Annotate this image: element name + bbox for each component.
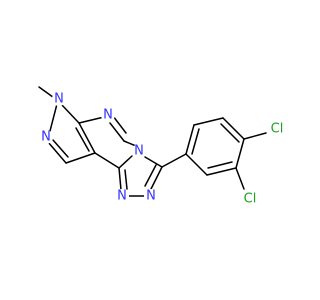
bond-n-ch bbox=[109, 122, 125, 142]
atom-n-methyl: N bbox=[52, 92, 66, 107]
bond-cl-meta bbox=[235, 167, 245, 190]
bond-c3-c3a bbox=[65, 152, 96, 164]
atom-label: Cl bbox=[244, 192, 257, 207]
bond-phenyl-4 bbox=[235, 138, 245, 169]
bond-n2-c3 bbox=[47, 141, 67, 164]
atom-cl-para: Cl bbox=[268, 120, 286, 138]
bond-phenyl-5 bbox=[206, 167, 237, 176]
atom-label: N bbox=[146, 189, 156, 204]
bond-phenyl-5-double bbox=[207, 161, 233, 169]
atom-label: Cl bbox=[271, 122, 284, 137]
bond-cl-para bbox=[243, 132, 267, 140]
bond-nbridge-c9a bbox=[118, 155, 133, 169]
bond-ch-nbridge bbox=[123, 140, 137, 147]
bond-phenyl-6 bbox=[185, 153, 208, 176]
bond-phenyl-1 bbox=[185, 124, 195, 155]
atom-label: N bbox=[134, 144, 144, 159]
bond-nright-c3-double bbox=[144, 164, 157, 187]
bond-c9a-c3a bbox=[94, 152, 120, 169]
atom-label: N bbox=[103, 108, 113, 123]
bond-c7a-n bbox=[78, 116, 105, 124]
bond-c9a-nleft bbox=[118, 167, 122, 191]
atom-label: N bbox=[41, 130, 51, 145]
bond-nright-c3 bbox=[149, 166, 163, 192]
atom-n-triazole-right: N bbox=[144, 189, 158, 204]
atom-n-pyrimidine: N bbox=[101, 108, 115, 123]
atom-cl-meta: Cl bbox=[241, 190, 259, 208]
bond-triazole-phenyl bbox=[161, 153, 187, 168]
bond-c3a-c7a-double bbox=[75, 127, 90, 152]
bond-phenyl-2 bbox=[193, 117, 224, 126]
bond-c3a-c7a bbox=[78, 122, 96, 154]
bond-c3-nbridge bbox=[144, 156, 163, 168]
bond-phenyl-1-double bbox=[191, 128, 200, 155]
bond-n2-c3-double bbox=[52, 139, 69, 158]
bond-n1-c7a bbox=[60, 103, 80, 124]
bond-c9a-nleft-double bbox=[124, 169, 128, 190]
atom-n-bridge: N bbox=[132, 144, 146, 159]
molecule-structure: N N N N N N Cl Cl bbox=[38, 86, 286, 208]
bond-layer bbox=[38, 86, 267, 197]
atom-n-pyrazole: N bbox=[39, 130, 53, 145]
bond-n1-n2 bbox=[49, 103, 58, 132]
atom-label: N bbox=[54, 92, 64, 107]
bond-phenyl-3 bbox=[222, 117, 245, 140]
bond-n-ch-double bbox=[112, 115, 127, 134]
atom-layer: N N N N N N Cl Cl bbox=[39, 92, 286, 208]
atom-label: N bbox=[117, 189, 127, 204]
bond-phenyl-3-double bbox=[220, 123, 240, 143]
atom-n-triazole-left: N bbox=[115, 189, 129, 204]
